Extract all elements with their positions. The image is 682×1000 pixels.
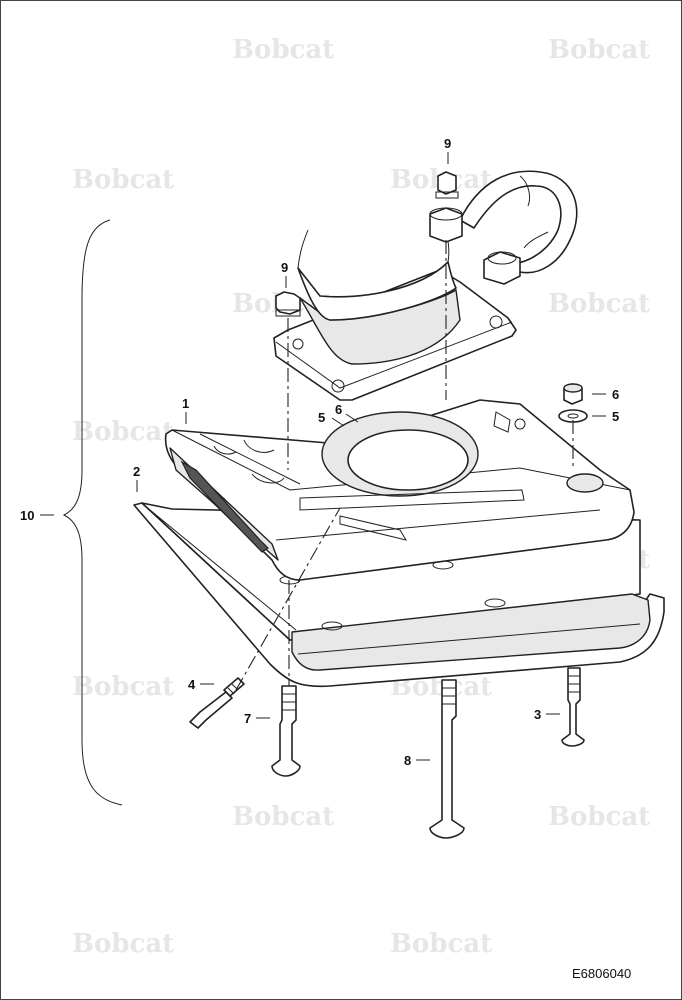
callout-5-right: 5	[612, 409, 619, 424]
bolt-3	[561, 667, 585, 747]
callout-labels: 9 9 1 2 5 6 6 5 4 7 8 3 10	[20, 136, 619, 768]
watermark: Bobcat	[548, 289, 650, 319]
watermark: Bobcat	[72, 672, 174, 702]
watermark: Bobcat	[548, 35, 650, 65]
handle-loop	[459, 170, 578, 285]
watermark: Bobcat	[72, 929, 174, 959]
watermark: Bobcat	[390, 929, 492, 959]
watermark: Bobcat	[548, 802, 650, 832]
callout-3: 3	[534, 707, 541, 722]
bolt-8	[429, 679, 465, 839]
callout-9-lower: 9	[281, 260, 288, 275]
svg-text:Bobcat: Bobcat	[548, 35, 650, 65]
assembly-brace	[62, 219, 123, 806]
svg-text:Bobcat: Bobcat	[390, 929, 492, 959]
watermark: Bobcat	[72, 165, 174, 195]
callout-9-upper: 9	[444, 136, 451, 151]
svg-text:Bobcat: Bobcat	[72, 417, 174, 447]
svg-text:Bobcat: Bobcat	[232, 35, 334, 65]
callout-1: 1	[182, 396, 189, 411]
center-lines	[235, 240, 574, 691]
callout-7: 7	[244, 711, 251, 726]
callout-4: 4	[188, 677, 196, 692]
mount-bracket	[273, 229, 517, 401]
callout-2: 2	[133, 464, 140, 479]
bolt-4	[189, 677, 245, 729]
svg-text:Bobcat: Bobcat	[72, 672, 174, 702]
bolt-7	[271, 685, 301, 777]
callout-5-left: 5	[318, 410, 325, 425]
callout-6-left: 6	[335, 402, 342, 417]
base-plate	[164, 399, 635, 581]
leader-lines	[40, 152, 606, 761]
drawing-code: E6806040	[572, 966, 631, 981]
callout-10: 10	[20, 508, 34, 523]
nut-left	[275, 291, 301, 317]
watermark: Bobcat	[232, 35, 334, 65]
callout-6-right: 6	[612, 387, 619, 402]
watermark: Bobcat	[232, 802, 334, 832]
upper-mount	[429, 171, 463, 243]
watermark: Bobcat	[72, 417, 174, 447]
svg-text:Bobcat: Bobcat	[232, 802, 334, 832]
callout-8: 8	[404, 753, 411, 768]
nut-washer-right	[558, 383, 588, 423]
svg-text:Bobcat: Bobcat	[72, 929, 174, 959]
svg-text:Bobcat: Bobcat	[72, 165, 174, 195]
svg-text:Bobcat: Bobcat	[548, 802, 650, 832]
svg-text:Bobcat: Bobcat	[548, 289, 650, 319]
